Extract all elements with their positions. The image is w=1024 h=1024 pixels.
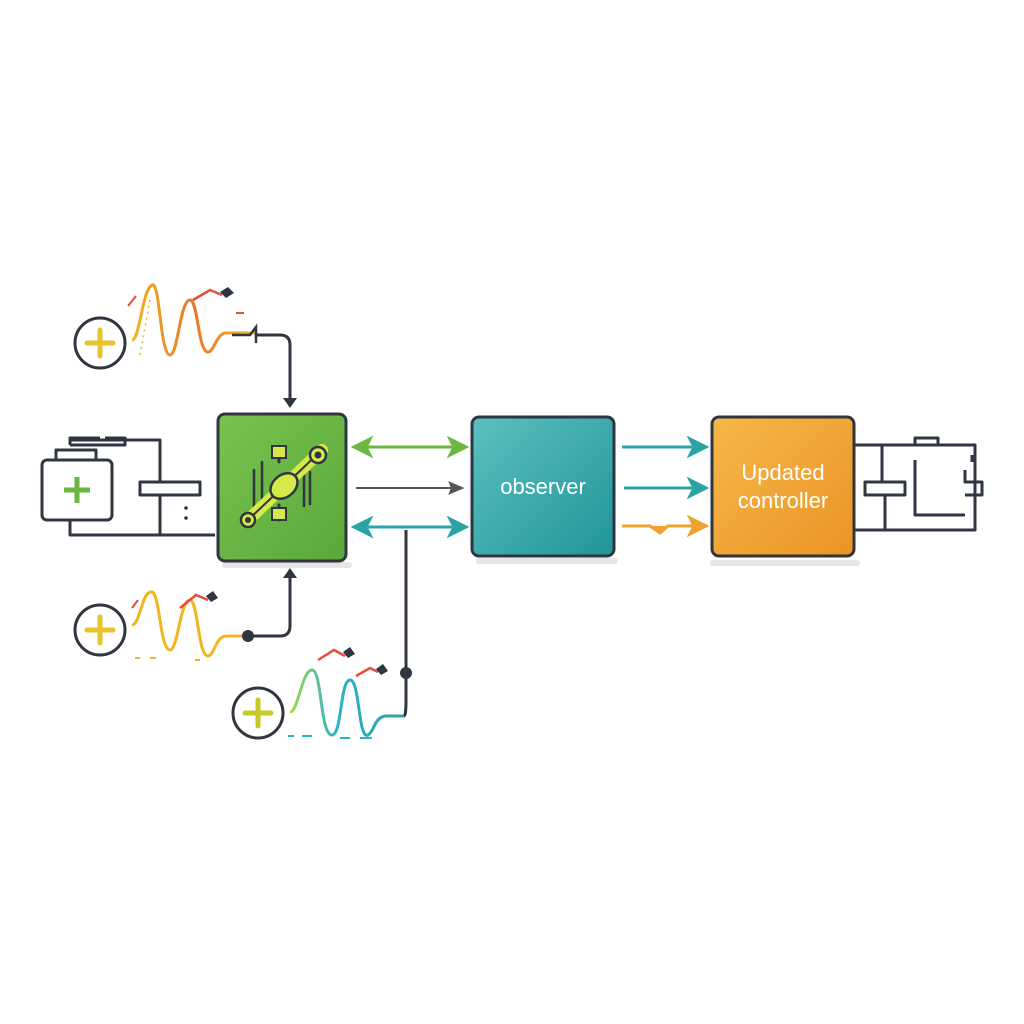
left-device [40, 436, 215, 537]
input-lower [231, 530, 412, 740]
connection-observer-updated-teal-1 [622, 435, 710, 459]
right-device [855, 436, 984, 532]
observer-label: observer [500, 473, 586, 499]
updated-controller-block [710, 415, 860, 566]
updated-controller-label: Updated controller [737, 459, 829, 513]
connection-controller-observer-teal [350, 515, 470, 539]
mechanical-linkage-icon [239, 444, 328, 529]
connection-observer-updated-teal-2 [624, 476, 710, 500]
connection-observer-updated-orange [622, 514, 710, 538]
oscillating-signal-icon [131, 283, 255, 357]
connection-controller-observer-gray [356, 481, 465, 495]
connection-controller-observer-green [350, 435, 470, 459]
input-bottom [73, 568, 297, 661]
oscillating-signal-icon [131, 590, 245, 658]
oscillating-signal-icon [289, 668, 404, 737]
controller-label [218, 414, 346, 561]
input-top [73, 283, 297, 408]
controller-block [216, 412, 352, 568]
battery-icon [913, 436, 940, 445]
observer-block [470, 415, 618, 564]
